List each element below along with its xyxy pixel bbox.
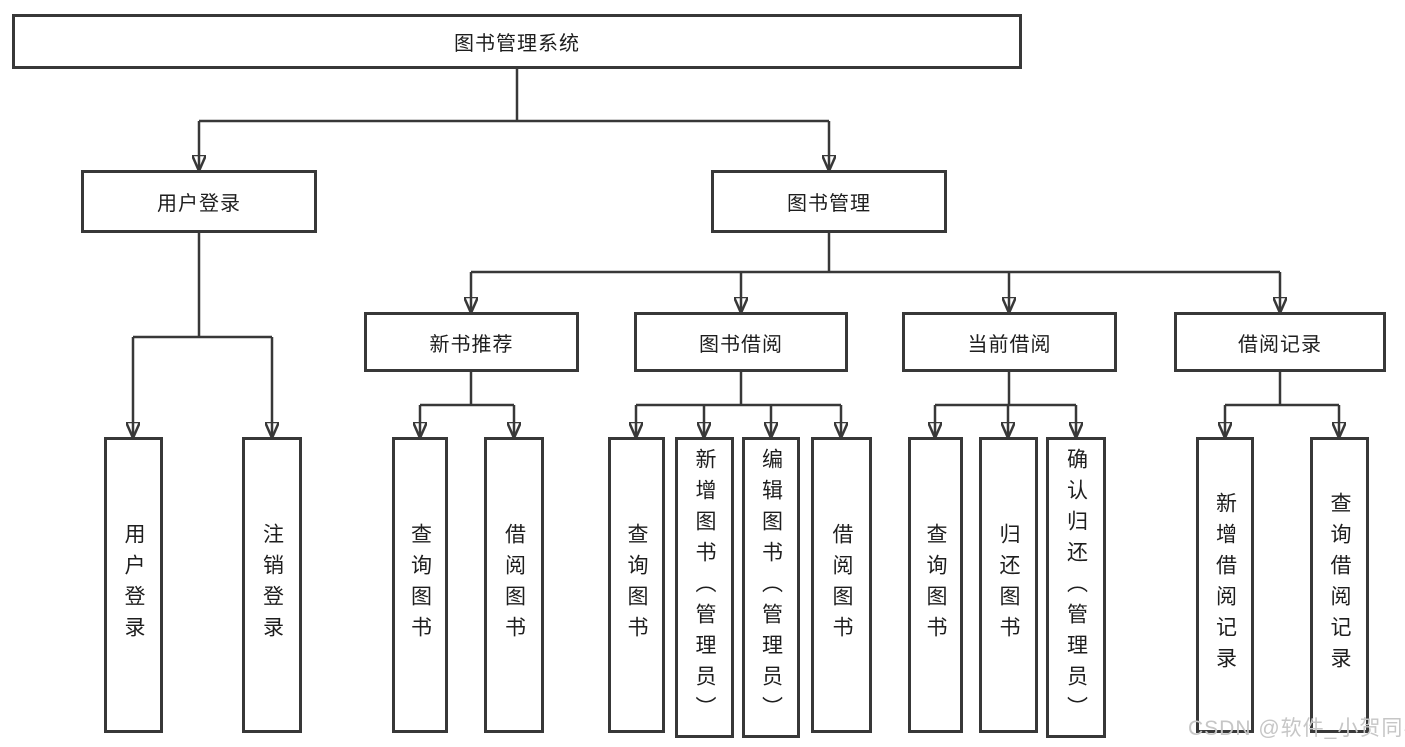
- node-borrow-records: 借阅记录: [1174, 312, 1386, 372]
- leaf-query-borrow-record: 查询借阅记录: [1310, 437, 1369, 733]
- node-book-management: 图书管理: [711, 170, 947, 233]
- leaf-query-books-recommend: 查询图书: [392, 437, 448, 733]
- leaf-return-books: 归还图书: [979, 437, 1038, 733]
- leaf-add-borrow-record: 新增借阅记录: [1196, 437, 1254, 733]
- leaf-confirm-return-admin: 确认归还（管理员）: [1046, 437, 1106, 738]
- connector-user-login-children: [133, 233, 272, 437]
- leaf-query-books-borrow: 查询图书: [608, 437, 665, 733]
- leaf-add-books-admin: 新增图书（管理员）: [675, 437, 734, 738]
- node-book-borrow: 图书借阅: [634, 312, 848, 372]
- node-library-management-system: 图书管理系统: [12, 14, 1022, 69]
- connector-book-management-children: [471, 233, 1280, 312]
- leaf-edit-books-admin: 编辑图书（管理员）: [742, 437, 800, 738]
- leaf-borrow-books-borrow: 借阅图书: [811, 437, 872, 733]
- csdn-watermark: CSDN @软件_小贺同学: [1188, 717, 1405, 740]
- connector-borrow-records-children: [1225, 372, 1339, 437]
- leaf-logout: 注销登录: [242, 437, 302, 733]
- connector-new-book-recommend-children: [420, 372, 514, 437]
- node-current-borrow: 当前借阅: [902, 312, 1117, 372]
- node-new-book-recommend: 新书推荐: [364, 312, 579, 372]
- connector-root-to-level1: [199, 68, 829, 170]
- leaf-user-login: 用户登录: [104, 437, 163, 733]
- connector-current-borrow-children: [935, 372, 1076, 437]
- leaf-borrow-books-recommend: 借阅图书: [484, 437, 544, 733]
- leaf-query-books-current: 查询图书: [908, 437, 963, 733]
- connector-book-borrow-children: [636, 372, 841, 437]
- node-user-login: 用户登录: [81, 170, 317, 233]
